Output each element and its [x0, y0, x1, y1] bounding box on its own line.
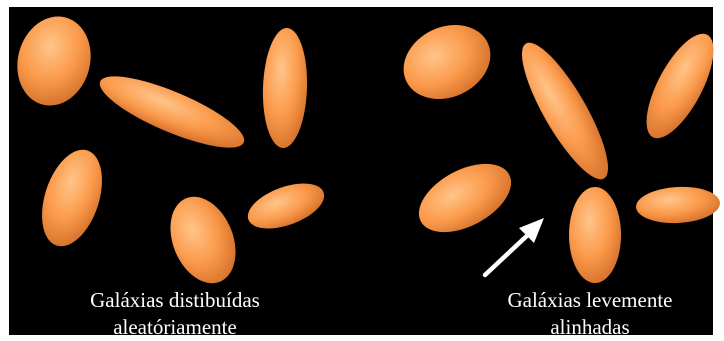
galaxy [92, 63, 251, 161]
caption-random-line-2: aleatóriamente [25, 314, 325, 341]
caption-random-line-1: Galáxias distibuídas [25, 287, 325, 314]
galaxy [158, 187, 247, 293]
white-arrow-icon [485, 218, 544, 275]
caption-random: Galáxias distibuídas aleatóriamente [25, 287, 325, 341]
galaxy [8, 8, 101, 114]
galaxy [633, 24, 724, 147]
galaxy [31, 142, 113, 254]
galaxy [635, 185, 721, 225]
random-galaxies-group [8, 8, 331, 293]
caption-aligned: Galáxias levemente alinhadas [440, 287, 724, 341]
aligned-galaxies-group [391, 11, 724, 283]
galaxy [508, 33, 622, 189]
galaxy [261, 27, 309, 148]
galaxy [242, 174, 330, 237]
galaxy [391, 11, 502, 112]
caption-aligned-line-1: Galáxias levemente [440, 287, 724, 314]
caption-aligned-line-2: alinhadas [440, 314, 724, 341]
galaxy [569, 187, 621, 283]
galaxy [408, 150, 523, 246]
